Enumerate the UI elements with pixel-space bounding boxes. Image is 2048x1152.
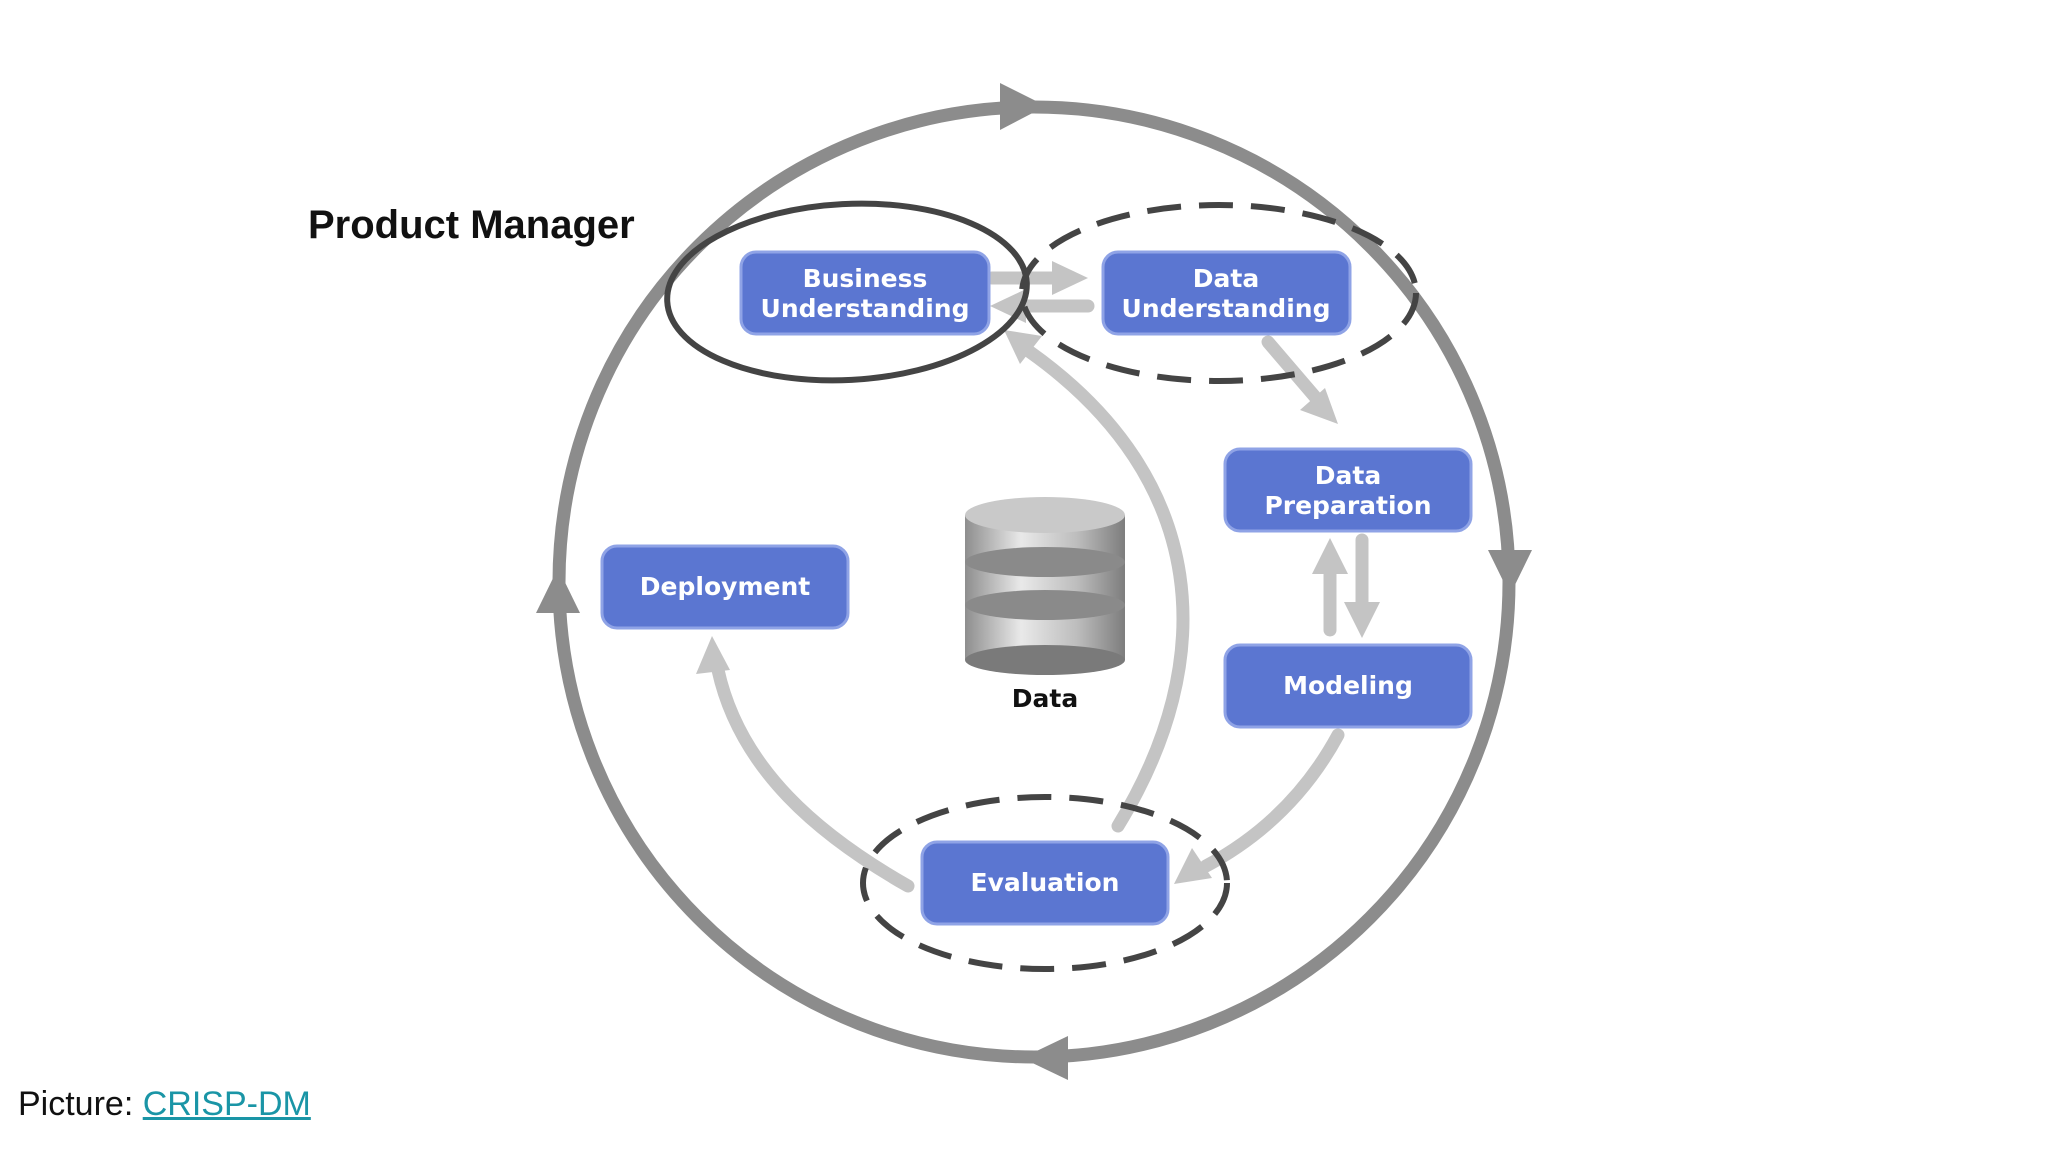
picture-caption: Picture: CRISP-DM: [18, 1085, 311, 1124]
phase-label: Deployment: [640, 572, 810, 601]
phase-label: Modeling: [1283, 671, 1413, 700]
phase-data-preparation: Data Preparation: [1223, 447, 1473, 533]
arrow-eval-to-bu-head: [1004, 330, 1042, 364]
phase-label-line-1: Data: [1193, 264, 1259, 293]
arrow-mod-to-eval-shaft: [1199, 728, 1345, 873]
arrow-eval-to-bu-shaft: [1023, 345, 1190, 833]
phase-label-line-2: Understanding: [761, 294, 970, 323]
outer-cycle-arrowhead-bottom: [1022, 1036, 1068, 1080]
phase-label: Evaluation: [971, 868, 1120, 897]
phase-label-line-1: Data: [1315, 461, 1381, 490]
phase-business-understanding: Business Understanding: [739, 250, 991, 336]
phase-modeling: Modeling: [1223, 643, 1473, 729]
data-understanding-highlight: [1019, 202, 1419, 384]
inner-arrows: [696, 261, 1380, 893]
outer-cycle-arrowhead-top: [1000, 83, 1046, 130]
phase-deployment: Deployment: [600, 544, 850, 630]
arrow-bu-to-du-head: [1052, 261, 1088, 295]
arrow-du-to-dp-shaft: [1261, 335, 1323, 405]
product-manager-highlight: [664, 200, 1030, 384]
highlights: [664, 200, 1419, 972]
arrow-du-to-dp-head: [1300, 388, 1338, 424]
arrow-dp-to-mod-head: [1344, 602, 1380, 638]
phase-label-line-1: Business: [803, 264, 928, 293]
phase-label-line-2: Preparation: [1264, 491, 1431, 520]
caption-prefix: Picture:: [18, 1085, 134, 1123]
arrow-eval-to-deploy-shaft: [711, 663, 915, 893]
outer-cycle-arrowhead-left: [536, 568, 580, 613]
product-manager-label: Product Manager: [308, 203, 635, 247]
data-store-icon: [965, 497, 1125, 675]
phase-evaluation: Evaluation: [920, 840, 1170, 926]
data-store-label: Data: [1012, 684, 1078, 713]
phase-data-understanding: Data Understanding: [1101, 250, 1352, 336]
outer-cycle: [536, 83, 1532, 1080]
crisp-dm-link[interactable]: CRISP-DM: [142, 1085, 311, 1123]
outer-cycle-arrowhead-right: [1488, 550, 1532, 595]
arrow-mod-to-eval-head: [1174, 848, 1212, 884]
arrow-mod-to-dp-head: [1312, 538, 1348, 574]
phase-label-line-2: Understanding: [1122, 294, 1331, 323]
arrow-eval-to-deploy-head: [696, 636, 730, 674]
evaluation-highlight: [860, 794, 1230, 972]
